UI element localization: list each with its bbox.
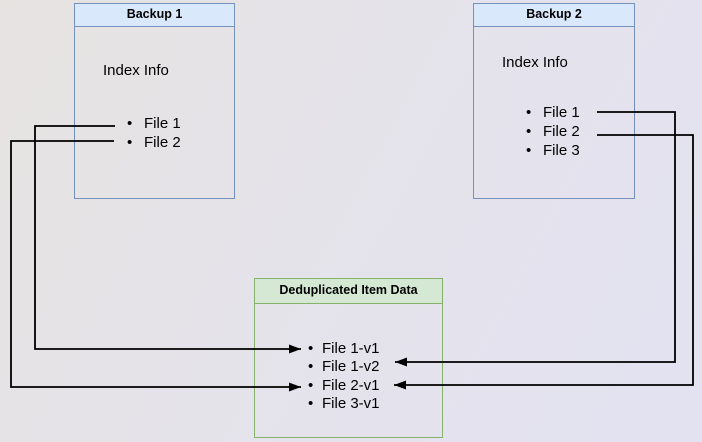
file-label: File 2: [144, 134, 181, 151]
list-item: File 2: [127, 133, 181, 152]
file-label: File 3-v1: [322, 395, 380, 413]
bullet-icon: [127, 115, 144, 132]
bullet-icon: [308, 358, 322, 375]
list-item: File 2-v1: [308, 376, 380, 395]
dedup-box: Deduplicated Item Data File 1-v1 File 1-…: [254, 278, 443, 438]
list-item: File 2: [526, 122, 580, 141]
backup2-header: Backup 2: [474, 4, 634, 27]
file-label: File 1: [144, 115, 181, 132]
backup1-box: Backup 1 Index Info File 1 File 2: [74, 3, 235, 199]
file-label: File 2-v1: [322, 376, 380, 394]
dedup-item-list: File 1-v1 File 1-v2 File 2-v1 File 3-v1: [255, 339, 380, 413]
backup2-box: Backup 2 Index Info File 1 File 2 File 3: [473, 3, 635, 199]
backup1-header: Backup 1: [75, 4, 234, 27]
file-label: File 1: [543, 104, 580, 121]
list-item: File 1: [127, 114, 181, 133]
bullet-icon: [526, 142, 543, 159]
backup1-index-info-label: Index Info: [103, 62, 169, 79]
file-label: File 3: [543, 142, 580, 159]
bullet-icon: [308, 340, 322, 357]
list-item: File 3-v1: [308, 395, 380, 414]
file-label: File 2: [543, 123, 580, 140]
list-item: File 1-v2: [308, 358, 380, 377]
list-item: File 1: [526, 103, 580, 122]
bullet-icon: [526, 104, 543, 121]
backup2-file-list: File 1 File 2 File 3: [474, 103, 580, 160]
file-label: File 1-v2: [322, 358, 380, 376]
list-item: File 1-v1: [308, 339, 380, 358]
backup1-title: Backup 1: [126, 7, 183, 21]
dedup-header: Deduplicated Item Data: [255, 279, 442, 304]
backup1-file-list: File 1 File 2: [75, 114, 181, 152]
bullet-icon: [526, 123, 543, 140]
file-label: File 1-v1: [322, 339, 380, 357]
backup2-title: Backup 2: [526, 7, 582, 21]
dedup-title: Deduplicated Item Data: [279, 283, 418, 297]
backup2-index-info-label: Index Info: [502, 54, 568, 71]
bullet-icon: [308, 377, 322, 394]
bullet-icon: [127, 134, 144, 151]
bullet-icon: [308, 395, 322, 412]
list-item: File 3: [526, 141, 580, 160]
